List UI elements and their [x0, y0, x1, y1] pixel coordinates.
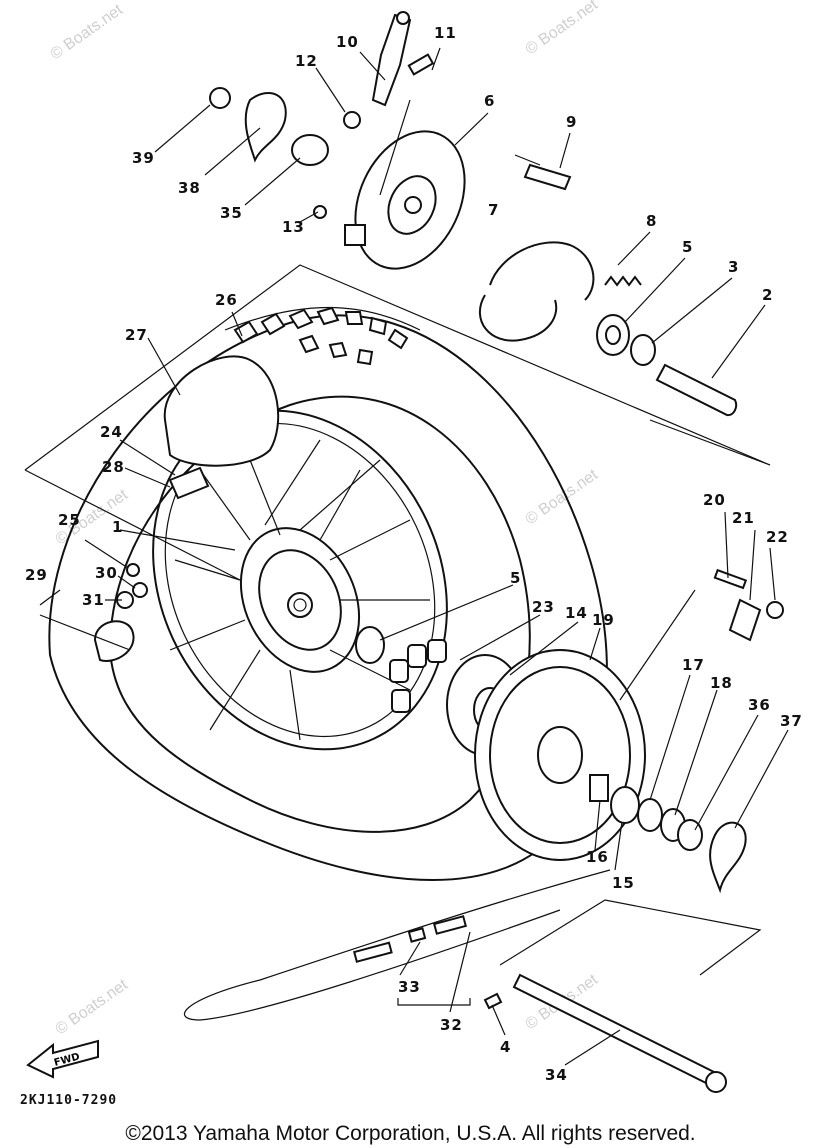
callout-labels: 10 11 12 6 9 7 8 5 3 2 13 35 38 39 26 27…: [25, 24, 803, 1084]
callout-26: 26: [215, 291, 238, 309]
watermark: © Boats.net: [523, 466, 602, 528]
watermark: © Boats.net: [523, 0, 602, 58]
bolt-part-11: [407, 53, 435, 76]
bracket-32: [397, 998, 471, 1006]
bearing-part-15: [610, 786, 640, 824]
rim-band-part-28: [168, 466, 210, 500]
callout-19: 19: [592, 611, 615, 629]
chain-puller-part-38: [244, 91, 287, 163]
callout-5b: 5: [510, 569, 521, 587]
callout-25: 25: [58, 511, 81, 529]
callout-14: 14: [565, 604, 588, 622]
diagram-code: 2KJ110-7290: [20, 1093, 118, 1108]
watermark: © Boats.net: [53, 976, 132, 1038]
camshaft-part-9: [523, 163, 572, 191]
oil-seal-part-3: [630, 334, 656, 366]
callout-12: 12: [295, 52, 318, 70]
callout-28: 28: [102, 458, 125, 476]
callout-20: 20: [703, 491, 726, 509]
callout-29: 29: [25, 566, 48, 584]
callout-39: 39: [132, 149, 155, 167]
callout-16: 16: [586, 848, 609, 866]
brake-shoe-plate: [344, 130, 466, 270]
callout-15: 15: [612, 874, 635, 892]
bearing-part-5b: [355, 626, 385, 664]
copyright-notice: ©2013 Yamaha Motor Corporation, U.S.A. A…: [125, 1122, 696, 1145]
callout-24: 24: [100, 423, 123, 441]
callout-23: 23: [532, 598, 555, 616]
spring-part-8: [604, 275, 642, 287]
bolt-part-20: [713, 568, 748, 590]
hub: [239, 527, 361, 673]
collar-part-35: [291, 134, 329, 166]
callout-1: 1: [112, 518, 123, 536]
chain-joint-parts: [352, 915, 503, 1010]
callout-38: 38: [178, 179, 201, 197]
callout-6: 6: [484, 92, 495, 110]
damper-part-23: [389, 639, 447, 713]
callout-17: 17: [682, 656, 705, 674]
callout-5: 5: [682, 238, 693, 256]
callout-33: 33: [398, 978, 421, 996]
callout-22: 22: [766, 528, 789, 546]
nut-part-22: [766, 601, 784, 619]
callout-18: 18: [710, 674, 733, 692]
callout-30: 30: [95, 564, 118, 582]
drive-chain: [183, 869, 611, 1021]
callout-7: 7: [488, 201, 499, 219]
callout-2: 2: [762, 286, 773, 304]
callout-11: 11: [434, 24, 457, 42]
oil-seal-part-17: [637, 798, 663, 832]
callout-27: 27: [125, 326, 148, 344]
tube-part-27: [163, 355, 280, 467]
watermark: © Boats.net: [48, 1, 127, 63]
nut-part-13: [313, 205, 327, 219]
forward-arrow-icon: FWD: [26, 1039, 99, 1079]
camshaft-lever-part-10: [371, 13, 412, 107]
callout-3: 3: [728, 258, 739, 276]
valve-parts: [93, 563, 148, 662]
nut-part-39: [209, 87, 231, 109]
callout-8: 8: [646, 212, 657, 230]
callout-9: 9: [566, 113, 577, 131]
plate-part-21: [728, 598, 762, 642]
callout-36: 36: [748, 696, 771, 714]
leader-lines: [24, 99, 771, 976]
callout-4: 4: [500, 1038, 511, 1056]
collar-part-16: [589, 774, 609, 802]
bearing-part-5: [596, 314, 630, 356]
callout-34: 34: [545, 1066, 568, 1084]
callout-21: 21: [732, 509, 755, 527]
sprocket-part-19: [474, 649, 646, 861]
nut-part-12: [343, 111, 361, 129]
callout-35: 35: [220, 204, 243, 222]
callout-leaders: [84, 47, 789, 1066]
spokes: [169, 439, 430, 741]
tire-tread: [233, 306, 409, 366]
callout-37: 37: [780, 712, 803, 730]
callout-32: 32: [440, 1016, 463, 1034]
callout-10: 10: [336, 33, 359, 51]
callout-31: 31: [82, 591, 105, 609]
brake-shoes-part-7: [479, 241, 595, 342]
chain-puller-part-37: [709, 821, 747, 894]
callout-13: 13: [282, 218, 305, 236]
spacer-part-2: [655, 363, 738, 417]
